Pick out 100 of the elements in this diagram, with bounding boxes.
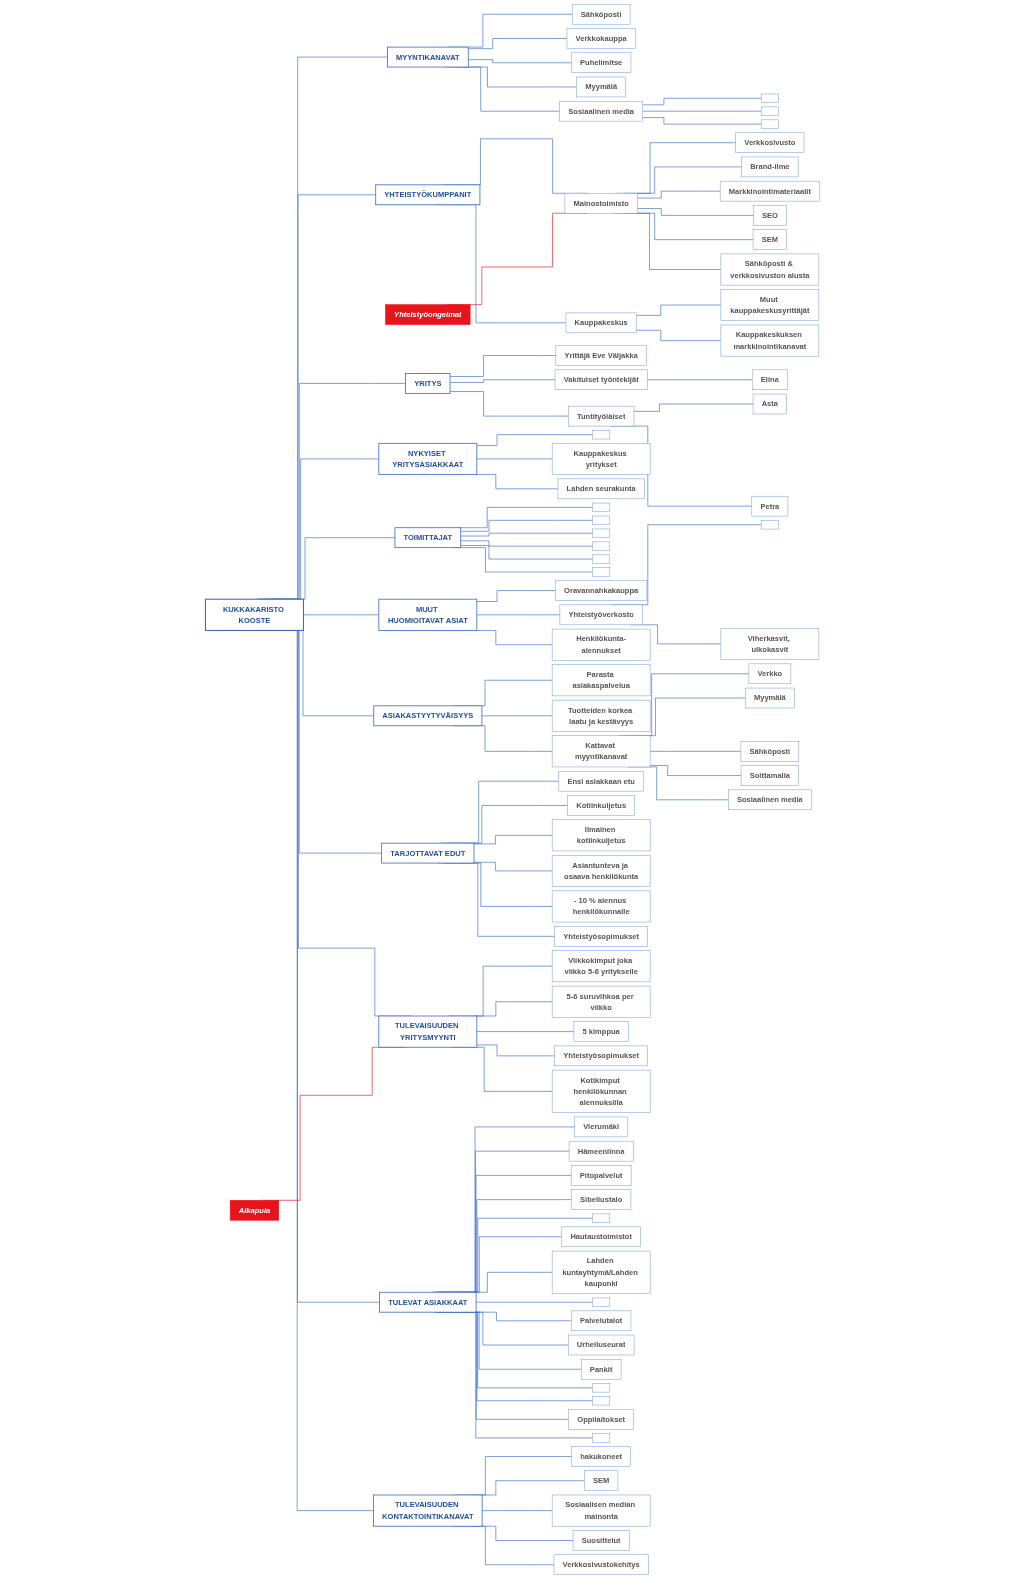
node-box [554,369,648,390]
node-box [229,1200,280,1221]
node-box [566,28,636,49]
node-box [720,324,820,357]
connector [460,532,593,537]
connector [475,1301,593,1303]
node-box [551,819,651,852]
node-box [551,735,651,768]
node-box [568,1409,634,1430]
node-box [753,205,787,226]
node-box [571,52,632,73]
node-box [559,100,643,122]
node-box [760,106,779,116]
connector [467,59,572,64]
connector [449,355,557,377]
connector [476,1044,555,1057]
connector [636,304,722,316]
node-box [592,502,611,512]
node-box [564,193,638,214]
node-box [551,890,651,923]
node-box [551,855,651,887]
node-box [760,520,779,530]
connector [473,835,553,845]
node-box [741,156,799,178]
connector [474,474,559,490]
node-box [740,741,800,762]
node-box [568,405,635,427]
node-box [555,580,648,601]
node-box [568,1140,634,1162]
node-box [378,598,478,631]
node-box [551,1069,651,1113]
connector [474,630,553,646]
connector [636,329,722,341]
node-box [592,430,611,440]
connector [642,117,762,125]
connector [460,545,593,560]
connector [476,1031,575,1032]
node-box [385,304,471,325]
node-box [551,699,651,732]
connector [460,520,593,532]
connector [637,208,754,216]
connector [303,614,380,616]
connector [642,97,762,106]
node-box [558,771,644,792]
node-box [551,443,651,475]
node-box [405,373,451,394]
node-box [592,1383,611,1393]
node-box [574,1116,628,1138]
node-box [568,1334,635,1356]
connector [637,190,721,199]
connector [476,590,556,602]
node-box [551,1250,651,1294]
node-box [760,93,779,103]
node-box [554,926,648,947]
node-box [559,604,643,626]
node-box [592,554,611,564]
node-box [748,663,792,684]
node-box [567,795,635,816]
node-box [751,369,788,390]
node-box [378,442,478,475]
node-box [573,1021,629,1042]
node-box [551,664,651,697]
node-box [373,1494,483,1527]
connector [476,458,553,460]
node-box [571,1189,632,1210]
node-box [373,705,483,727]
node-box [735,132,805,153]
node-box [557,478,645,500]
node-box [752,393,787,415]
node-box [740,765,799,786]
node-box [565,312,637,334]
node-box [378,1015,478,1048]
node-box [386,46,469,68]
node-box [553,1554,649,1575]
node-box [555,345,647,366]
connector [449,391,569,417]
node-box [592,541,611,551]
node-box [592,528,611,538]
node-box [751,495,789,517]
connector [649,765,742,776]
node-box [592,567,611,577]
node-box [592,1297,611,1307]
node-box [745,687,795,709]
node-box [592,1433,611,1443]
node-box [720,628,820,660]
node-box [551,950,651,983]
node-box [375,184,481,206]
node-box [570,1165,632,1186]
node-box [584,1470,619,1491]
connector [633,403,754,412]
node-box [551,628,651,661]
node-box [204,598,305,631]
node-box [571,4,631,25]
node-box [571,1310,632,1331]
connector [481,715,553,717]
node-box [580,1359,622,1380]
node-box [381,842,475,864]
node-box [752,229,787,250]
node-box [554,1045,648,1067]
node-box [592,515,611,525]
